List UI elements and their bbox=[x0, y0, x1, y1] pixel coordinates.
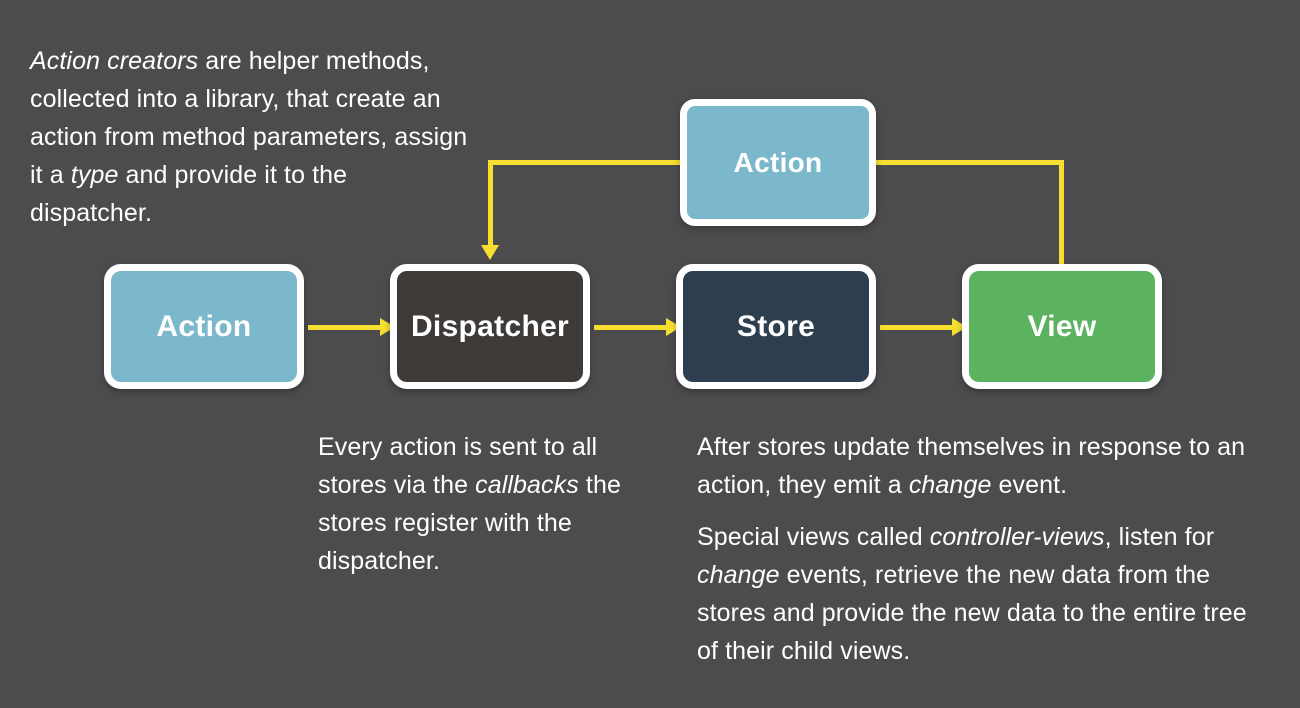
edge-view-to-dispatcher-left-segment bbox=[488, 160, 493, 248]
emphasis-change-2: change bbox=[697, 561, 780, 589]
emphasis-callbacks: callbacks bbox=[475, 471, 579, 499]
node-view-label: View bbox=[1027, 309, 1097, 343]
note-dispatcher: Every action is sent to all stores via t… bbox=[318, 428, 658, 580]
emphasis-change-1: change bbox=[908, 471, 992, 499]
node-action-left[interactable]: Action bbox=[104, 264, 304, 389]
edge-view-to-dispatcher-top-left-segment bbox=[488, 160, 684, 165]
node-store-label: Store bbox=[736, 309, 816, 343]
edge-store-to-view-line bbox=[880, 325, 954, 330]
edge-action-to-dispatcher-line bbox=[308, 325, 382, 330]
note-store-view-paragraph-1: After stores update themselves in respon… bbox=[697, 433, 1246, 499]
note-action-creators-paragraph: Action creators are helper methods, coll… bbox=[30, 47, 468, 227]
emphasis-type: type bbox=[70, 161, 119, 189]
node-dispatcher[interactable]: Dispatcher bbox=[390, 264, 590, 389]
note-store-view-paragraph-2: Special views called controller-views, l… bbox=[697, 523, 1247, 665]
node-view[interactable]: View bbox=[962, 264, 1162, 389]
emphasis-controller-views: controller-views bbox=[929, 523, 1105, 551]
node-action-top-label: Action bbox=[733, 146, 823, 178]
edge-view-to-dispatcher-top-right-segment bbox=[874, 160, 1062, 165]
note-dispatcher-paragraph: Every action is sent to all stores via t… bbox=[318, 433, 621, 575]
emphasis-action-creators: Action creators bbox=[30, 47, 199, 75]
note-action-creators: Action creators are helper methods, coll… bbox=[30, 42, 468, 232]
node-dispatcher-label: Dispatcher bbox=[410, 309, 570, 343]
edge-view-to-dispatcher-arrowhead-icon bbox=[481, 245, 499, 260]
edge-dispatcher-to-store-line bbox=[594, 325, 668, 330]
node-action-left-label: Action bbox=[156, 309, 252, 343]
node-action-top[interactable]: Action bbox=[680, 99, 876, 226]
edge-view-to-dispatcher-right-segment bbox=[1059, 160, 1064, 272]
note-store-view: After stores update themselves in respon… bbox=[697, 428, 1269, 670]
node-store[interactable]: Store bbox=[676, 264, 876, 389]
